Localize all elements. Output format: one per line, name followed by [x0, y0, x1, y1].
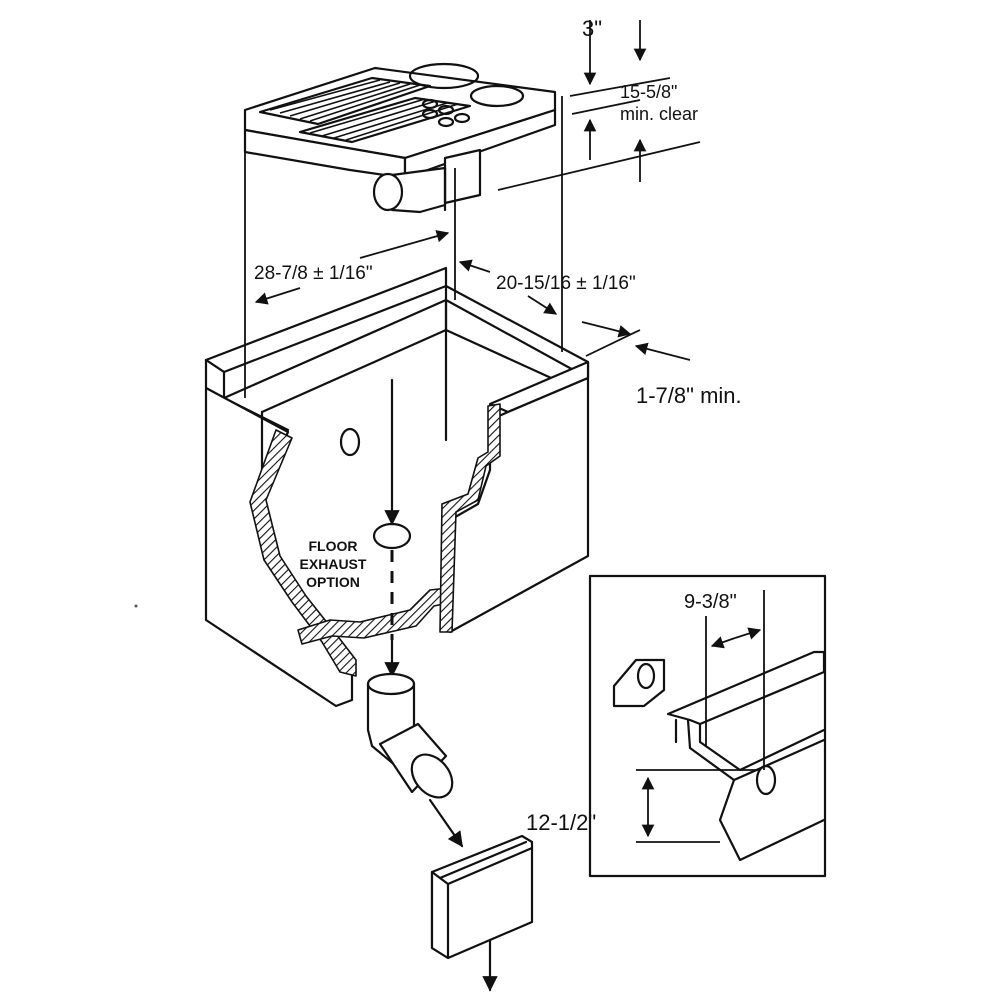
cooktop: [243, 62, 557, 214]
wall-cap: [430, 834, 534, 992]
depth-label: 28-7/8 ± 1/16": [254, 263, 373, 284]
dimension-lines: [244, 20, 701, 398]
wall-opening: [339, 427, 361, 457]
duct-elbow: [366, 638, 464, 848]
control-knobs: [421, 98, 471, 128]
detail-hole: [755, 764, 777, 796]
callout-line2: EXHAUST: [300, 556, 367, 572]
cabinet: [204, 266, 590, 708]
clearance-note-label: min. clear: [620, 104, 698, 124]
floor-exhaust-opening: [372, 522, 412, 550]
clearance-value-label: 15-5/8": [620, 82, 677, 102]
burner-small: [469, 84, 525, 108]
detail-inset: [588, 574, 827, 878]
floor-exhaust-callout: FLOOR EXHAUST OPTION: [300, 538, 367, 590]
blower-housing: [372, 148, 482, 214]
width-label: 20-15/16 ± 1/16": [496, 273, 636, 294]
detail-horizontal-label: 9-3/8": [684, 591, 737, 613]
detail-vertical-label: 12-1/2": [526, 810, 596, 835]
burner-large: [408, 62, 480, 90]
callout-line1: FLOOR: [309, 538, 358, 554]
callout-line3: OPTION: [306, 574, 360, 590]
top-gap-label: 3": [582, 16, 602, 41]
side-min-label: 1-7/8" min.: [636, 383, 742, 408]
